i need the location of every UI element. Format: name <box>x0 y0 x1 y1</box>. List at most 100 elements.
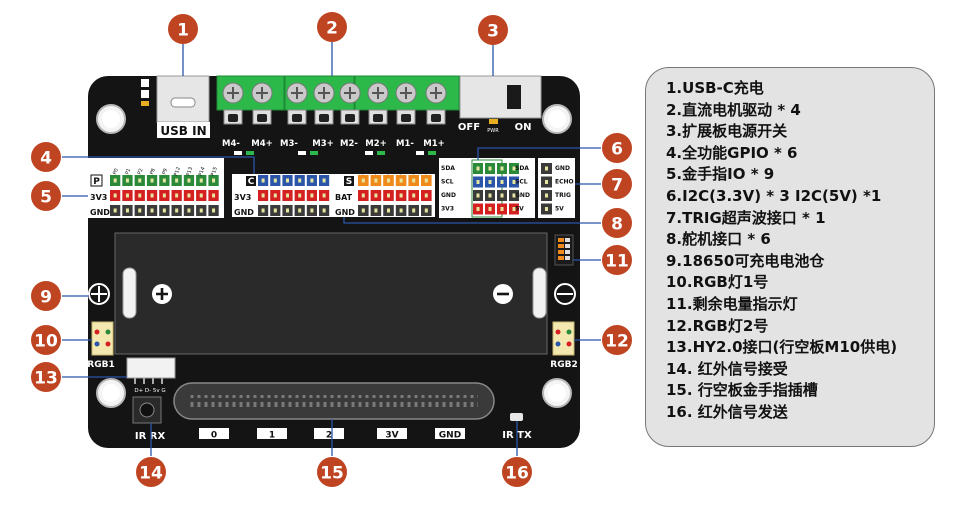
callout-number: 5 <box>40 188 52 208</box>
pin-contact <box>476 166 480 171</box>
pin-contact <box>261 178 265 183</box>
pin-contact <box>399 193 403 198</box>
pin-contact <box>125 178 129 183</box>
pin-contact <box>273 193 277 198</box>
pin-contact <box>150 208 154 213</box>
callout-badge <box>602 208 632 238</box>
motor-led <box>246 151 254 155</box>
legend-item: 16. 红外信号发送 <box>666 402 788 421</box>
ir-receiver <box>132 396 162 424</box>
pin-contact <box>212 193 216 198</box>
ultrasonic-label: GND <box>555 165 570 172</box>
motor-terminals <box>216 75 460 125</box>
ultrasonic-label: ECHO <box>555 179 574 186</box>
power-switch[interactable] <box>459 75 542 119</box>
pin-contact <box>500 166 504 171</box>
pin-contact <box>298 178 302 183</box>
callout-badge <box>31 142 61 172</box>
motor-label: M1- <box>396 139 414 149</box>
callout-badge <box>168 14 198 44</box>
pin-contact <box>488 180 492 184</box>
pin-contact <box>322 208 326 213</box>
pin-contact <box>387 208 390 213</box>
callout-number: 1 <box>177 21 189 41</box>
battery-polarity-marks <box>88 283 576 305</box>
pin-contact <box>500 180 504 184</box>
pin-contact <box>476 207 480 211</box>
legend-item: 10.RGB灯1号 <box>666 273 769 292</box>
i2c-left-label: SCL <box>441 179 454 186</box>
pin-contact <box>298 208 302 213</box>
callout-badge <box>136 457 166 487</box>
i2c-left-label: 3V3 <box>441 206 454 213</box>
pin-contact <box>488 207 492 211</box>
callout-number: 2 <box>326 19 338 39</box>
pin-contact <box>310 193 314 198</box>
pin-contact <box>374 193 378 198</box>
pin-contact <box>162 208 166 213</box>
terminal-screw <box>286 82 308 125</box>
pin-contact <box>361 208 365 213</box>
pin-contact <box>412 193 416 198</box>
pin-contact <box>424 178 428 183</box>
i2c-right-label: SDA <box>515 165 529 172</box>
pin-label: GND <box>335 208 355 217</box>
callout-number: 6 <box>611 140 623 160</box>
i2c-right-label: 5V <box>515 206 524 213</box>
callout-badge <box>602 245 632 275</box>
pin-contact <box>488 193 492 198</box>
pin-contact <box>175 178 179 183</box>
callout-number: 12 <box>605 332 629 352</box>
pin-contact <box>545 166 548 171</box>
rgb2-label: RGB2 <box>550 360 577 370</box>
callout-leader-line <box>477 147 601 160</box>
pin-contact <box>310 178 314 183</box>
edge-label-box <box>435 428 465 439</box>
pin-contact <box>322 193 326 198</box>
pin-contact <box>125 208 129 213</box>
pin-contact <box>412 178 416 183</box>
legend-item: 15. 行空板金手指插槽 <box>666 381 818 400</box>
legend-item: 9.18650可充电电池仓 <box>666 251 825 270</box>
pin-label: 3V3 <box>234 193 251 202</box>
servo-badge: S <box>346 177 352 187</box>
terminal-screw <box>425 82 447 125</box>
pin-contact <box>476 193 480 198</box>
gpio-p-badge: P <box>93 177 100 187</box>
servo-pin-label: S0 <box>359 168 367 176</box>
pin-contact <box>162 178 166 183</box>
callout-number: 7 <box>611 176 623 196</box>
usb-in-label: USB IN <box>160 124 206 138</box>
pin-contact <box>199 208 203 213</box>
battery-holder <box>114 232 548 355</box>
servo-pin-label: S1 <box>372 168 380 176</box>
motor-label: M3- <box>280 139 298 149</box>
pin-contact <box>113 193 117 198</box>
pin-contact <box>310 208 314 213</box>
pin-contact <box>399 208 403 213</box>
gpio-p-pin-label: P0 <box>112 168 120 176</box>
terminal-screw <box>251 82 273 125</box>
terminal-screw <box>367 82 389 125</box>
callout-badge <box>31 281 61 311</box>
callout-badge <box>31 325 61 355</box>
motor-label: M2- <box>340 139 358 149</box>
pin-contact <box>261 193 265 198</box>
callout-badge <box>31 362 61 392</box>
pin-contact <box>286 178 289 183</box>
pin-contact <box>138 193 142 198</box>
edge-label: 0 <box>211 431 217 441</box>
motor-label: M4+ <box>251 139 273 149</box>
callout-number: 4 <box>40 149 52 169</box>
gpio-c-badge: C <box>248 177 255 187</box>
pin-contact <box>199 178 203 183</box>
gpio-p-pin-label: P2 <box>137 168 145 176</box>
legend-item: 4.全功能GPIO * 6 <box>666 143 798 162</box>
motor-label: M1+ <box>423 139 445 149</box>
gold-finger-slot <box>173 382 495 420</box>
pwr-label: PWR <box>487 128 499 134</box>
legend-item: 7.TRIG超声波接口 * 1 <box>666 208 826 227</box>
callout-leader-line <box>343 217 601 224</box>
